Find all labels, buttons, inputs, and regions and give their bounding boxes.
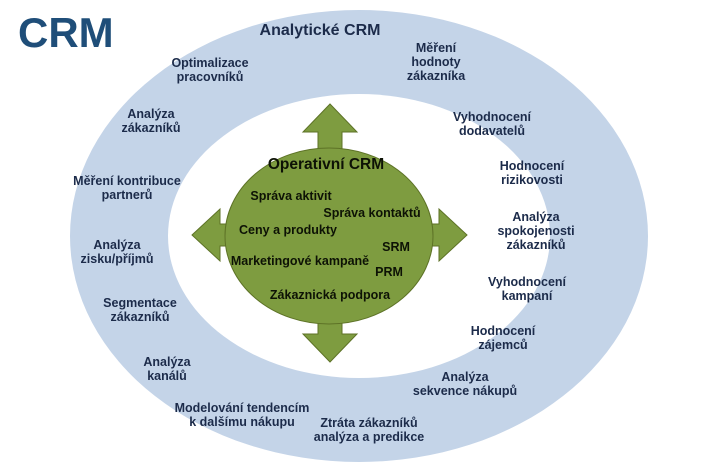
ring-label-hodnoceni-zajemcu: Hodnocení zájemců bbox=[470, 324, 536, 352]
page-title: CRM bbox=[18, 9, 114, 56]
core-item-prm: PRM bbox=[375, 265, 403, 280]
ring-title: Analytické CRM bbox=[259, 22, 381, 39]
core-item-zakaznicka-podpora: Zákaznická podpora bbox=[269, 288, 391, 303]
ring-label-analyza-sekvence-nakupu: Analýza sekvence nákupů bbox=[412, 370, 518, 398]
ring-label-analyza-zisku-prijmu: Analýza zisku/příjmů bbox=[80, 238, 154, 266]
ring-label-vyhodnoceni-dodavatelu: Vyhodnocení dodavatelů bbox=[452, 110, 532, 138]
core-item-srm: SRM bbox=[382, 240, 410, 255]
ring-label-optimalizace-pracovniku: Optimalizace pracovníků bbox=[171, 56, 249, 84]
core-item-ceny-a-produkty: Ceny a produkty bbox=[239, 223, 337, 238]
ring-label-mereni-kontribuce-partneru: Měření kontribuce partnerů bbox=[73, 174, 181, 202]
core-title: Operativní CRM bbox=[267, 156, 385, 173]
ring-label-analyza-spokojenosti: Analýza spokojenosti zákazníků bbox=[497, 210, 575, 252]
ring-label-analyza-kanalu: Analýza kanálů bbox=[143, 355, 191, 383]
core-item-sprava-kontaktu: Správa kontaktů bbox=[323, 206, 421, 221]
ring-label-vyhodnoceni-kampani: Vyhodnocení kampaní bbox=[487, 275, 567, 303]
operational-crm-circle bbox=[224, 147, 434, 325]
ring-label-modelovani-tendencim: Modelování tendencím k dalšímu nákupu bbox=[174, 401, 310, 429]
ring-label-segmentace-zakazniku: Segmentace zákazníků bbox=[103, 296, 177, 324]
ring-label-hodnoceni-rizikovosti: Hodnocení rizikovosti bbox=[499, 159, 565, 187]
core-item-marketingove-kampane: Marketingové kampaně bbox=[230, 254, 370, 269]
ring-label-analyza-zakazniku: Analýza zákazníků bbox=[121, 107, 181, 135]
ring-label-ztrata-zakazniku: Ztráta zákazníků analýza a predikce bbox=[313, 416, 425, 444]
core-item-sprava-aktivit: Správa aktivit bbox=[250, 189, 332, 204]
ring-label-mereni-hodnoty-zakaznika: Měření hodnoty zákazníka bbox=[406, 41, 466, 83]
